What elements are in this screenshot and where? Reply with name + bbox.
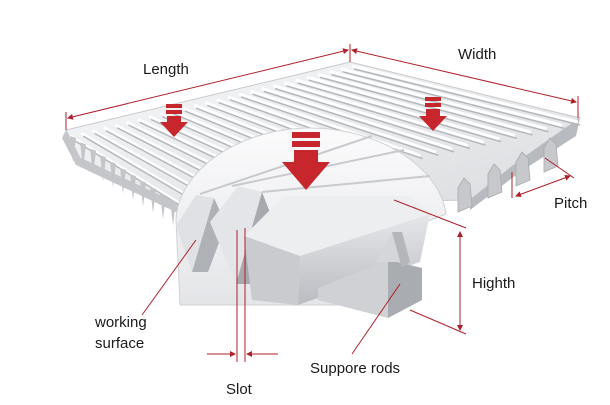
bar-front-edge — [130, 174, 136, 201]
pitch-dimension-line — [515, 174, 571, 198]
bar-front-edge — [80, 142, 86, 169]
pitch-label: Pitch — [554, 195, 588, 212]
bar-front-edge — [140, 180, 146, 207]
support-rod-stub — [487, 163, 503, 199]
bar-front-edge — [110, 161, 116, 188]
wedge-bar — [69, 134, 185, 208]
bar-front-edge — [100, 155, 106, 182]
height-label: Highth — [472, 275, 516, 292]
dimension-lines — [65, 44, 579, 362]
bar-front-edge — [120, 167, 126, 194]
support-rod-stub — [457, 177, 473, 213]
support-rods-label: Suppore rods — [310, 360, 401, 377]
working-surface-leader — [141, 239, 197, 316]
bar-front-edge — [90, 148, 96, 175]
working-surface-label: working surface — [95, 312, 175, 354]
down-arrow-icon — [282, 132, 330, 190]
support-rods-leader — [351, 283, 401, 355]
bar-front-edge — [70, 136, 76, 162]
bar-front-edge — [150, 186, 156, 213]
working-surface-label-line1: working — [95, 314, 147, 331]
bar-front-edge — [170, 199, 176, 226]
wedge-bar — [80, 131, 201, 204]
magnified-section — [175, 127, 447, 318]
working-surface-label-line2: surface — [95, 335, 145, 352]
width-dimension-line — [351, 48, 577, 104]
length-label: Length — [143, 61, 189, 78]
support-rod-block — [318, 232, 422, 318]
bar-front-edge — [160, 193, 166, 220]
slot-label: Slot — [226, 381, 252, 398]
width-label: Width — [458, 46, 497, 63]
support-rod-stub — [543, 137, 559, 173]
length-dimension-line — [67, 48, 349, 120]
